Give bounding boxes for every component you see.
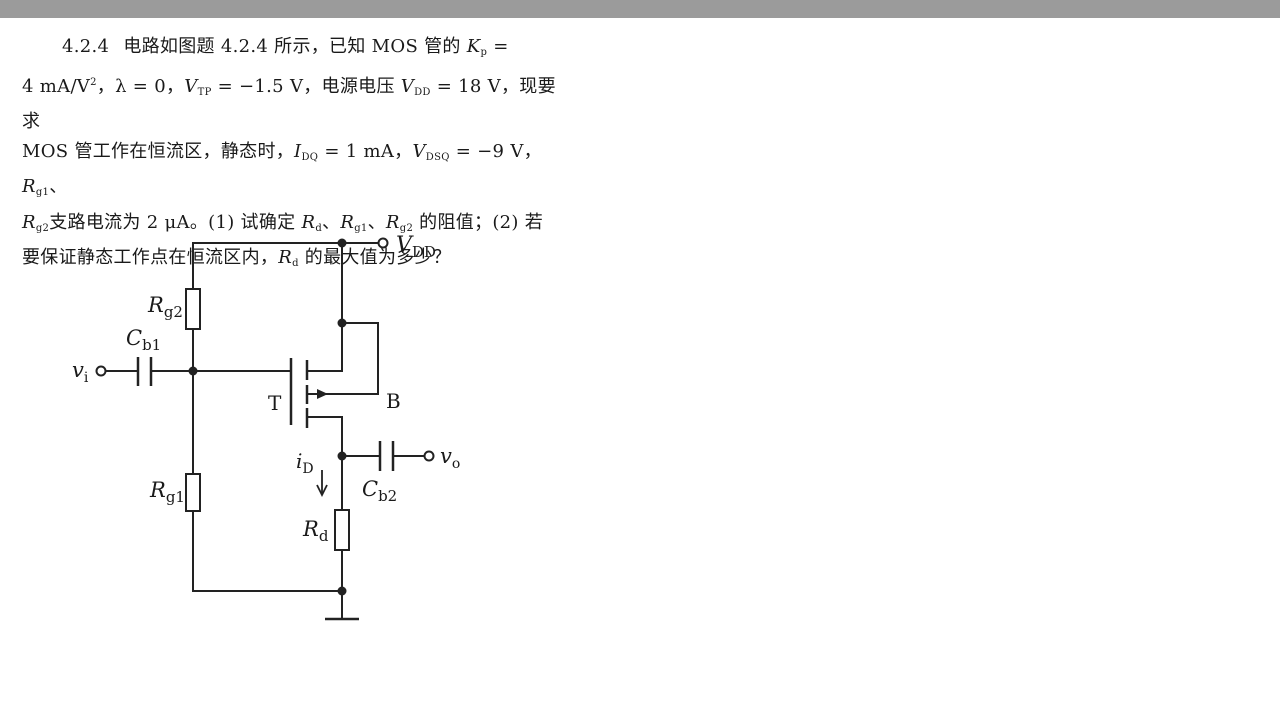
capacitor-cb2: [378, 441, 395, 471]
label-rg1: Rg1: [149, 478, 185, 506]
label-cb1: Cb1: [126, 326, 161, 354]
body-arrow-icon: [317, 389, 328, 399]
problem-line-3: MOS 管工作在恒流区，静态时，IDQ = 1 mA，VDSQ = −9 V，R…: [22, 140, 542, 199]
problem-line-2: 4 mA/V2，λ = 0，VTP = −1.5 V，电源电压 VDD = 18…: [22, 75, 556, 133]
capacitor-cb1: [136, 357, 153, 386]
resistor-rd: [334, 509, 350, 551]
wire-source: [306, 242, 343, 372]
junction-ground: [337, 586, 347, 596]
junction-gate: [188, 366, 198, 376]
id-arrow-icon: [316, 470, 328, 498]
label-vi: vi: [72, 358, 89, 386]
resistor-rg2: [185, 288, 201, 330]
label-rg2: Rg2: [147, 293, 183, 321]
resistor-rg1: [185, 473, 201, 512]
label-rd: Rd: [302, 517, 329, 545]
wire-ground-rail: [192, 510, 343, 592]
junction-body: [337, 318, 347, 328]
junction-vdd: [337, 238, 347, 248]
junction-drain: [337, 451, 347, 461]
label-vo: vo: [440, 444, 460, 472]
terminal-vdd: [377, 237, 389, 249]
terminal-vi: [95, 365, 107, 377]
problem-line-4: Rg2支路电流为 2 μA。(1) 试确定 Rd、Rg1、Rg2 的阻值；(2)…: [22, 211, 544, 234]
mosfet-t: [289, 358, 309, 428]
wire-body: [306, 322, 379, 395]
wire-drain: [306, 416, 343, 511]
label-id: iD: [296, 449, 314, 477]
top-bar: [0, 0, 1280, 18]
label-vdd: VDD: [396, 233, 436, 261]
label-body-b: B: [386, 389, 401, 413]
label-cb2: Cb2: [362, 477, 397, 505]
problem-number: 4.2.4: [62, 36, 110, 57]
terminal-vo: [423, 450, 435, 462]
label-transistor-t: T: [268, 391, 282, 415]
